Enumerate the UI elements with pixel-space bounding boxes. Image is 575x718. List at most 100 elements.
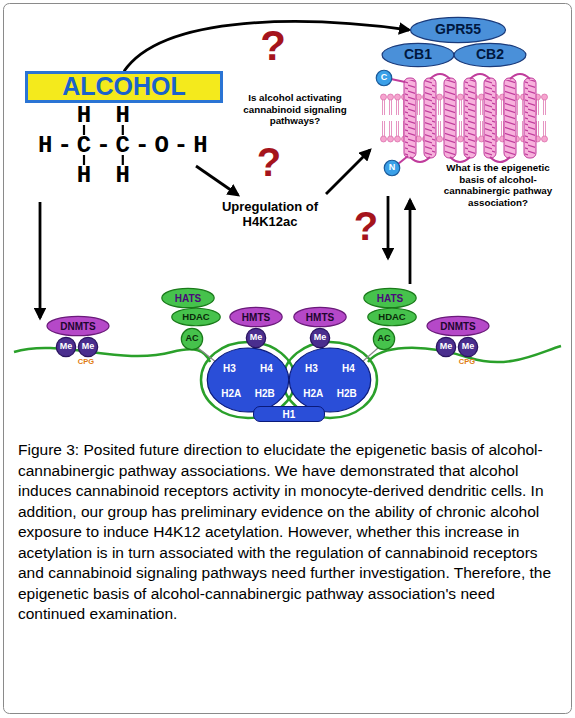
node-outline [206, 347, 290, 413]
node-shape [47, 316, 109, 335]
receptor-ellipse: GPR55 [409, 17, 507, 43]
node-shape [207, 348, 288, 412]
node-shape [382, 43, 454, 66]
terminus-circle: N [384, 160, 400, 176]
nucleosome: H3 H4H2A H2B [206, 347, 290, 413]
node-shape [162, 288, 214, 307]
question-text: What is the epigenetic basis of alcohol-… [440, 162, 556, 208]
node-shape [230, 307, 282, 326]
node-text: Me [82, 342, 95, 352]
figure-caption: Figure 3: Posited future direction to el… [18, 440, 558, 625]
atom-label: H [113, 104, 133, 128]
node-shape [78, 337, 97, 356]
caption-rule [4, 428, 572, 429]
node-shape [310, 328, 329, 347]
enzyme-ellipse: HATS [161, 288, 215, 308]
node-outline [288, 347, 372, 413]
node-shape [373, 328, 394, 349]
enzyme-ellipse: DNMTS [46, 316, 110, 336]
node-shape [246, 328, 265, 347]
node-shape [181, 328, 202, 349]
node-text: N [389, 163, 396, 173]
node-text: AC [378, 334, 391, 344]
node-text: H1 [283, 409, 296, 420]
question-mark: ? [254, 150, 284, 174]
node-text: Me [314, 333, 327, 343]
nucleosome: H3 H4H2A H2B [288, 347, 372, 413]
node-shape [56, 337, 75, 356]
methyl-circle: Me [458, 337, 478, 357]
histone-label: H2B [337, 388, 357, 399]
receptor-helices [391, 74, 536, 164]
node-shape [289, 348, 370, 412]
node-text: AC [186, 334, 199, 344]
node-text: Me [462, 342, 475, 352]
node-text: DNMTS [440, 321, 476, 332]
histone-label: H4 [260, 363, 273, 374]
enzyme-ellipse: HMTS [293, 307, 347, 327]
node-shape [294, 307, 346, 326]
question-text: Is alcohol activating cannabinoid signal… [228, 92, 362, 127]
node-shape [368, 308, 417, 325]
histone-label: H3 [223, 363, 236, 374]
methyl-circle: Me [56, 337, 76, 357]
methyl-circle: Me [78, 337, 98, 357]
alcohol-box: ALCOHOL [25, 71, 223, 103]
node-text: CB1 [404, 47, 432, 62]
process-arrows [40, 150, 410, 318]
figure-frame [4, 4, 572, 714]
node-shape [458, 337, 477, 356]
node-shape [427, 316, 489, 335]
atom-label: H [74, 164, 94, 188]
node-text: HDAC [378, 312, 405, 322]
node-shape [364, 288, 416, 307]
node-text: ALCOHOL [62, 73, 186, 101]
process-text: Upregulation of H4K12ac [204, 199, 336, 230]
histone-label: H4 [342, 363, 355, 374]
node-text: Me [440, 342, 453, 352]
histone-label: H3 [305, 363, 318, 374]
node-text: HATS [175, 293, 201, 304]
node-shape [454, 43, 526, 66]
linker-histone-bar: H1 [253, 406, 325, 422]
node-text: C [381, 73, 388, 83]
node-shape [384, 160, 400, 176]
node-text: Me [250, 333, 263, 343]
node-text: GPR55 [435, 22, 481, 37]
node-shape [172, 308, 221, 325]
node-text: HATS [377, 293, 403, 304]
question-mark: ? [352, 214, 380, 238]
acetyl-circle: AC [373, 328, 395, 350]
node-text: CB2 [476, 47, 504, 62]
acetyl-circle: AC [181, 328, 203, 350]
receptor-ellipse: CB2 [453, 43, 527, 67]
cpg-label: CPG [447, 358, 487, 366]
histone-label: H2A [221, 388, 241, 399]
enzyme-ellipse: DNMTS [426, 316, 490, 336]
node-text: DNMTS [60, 321, 96, 332]
enzyme-ellipse: HDAC [367, 308, 417, 326]
histone-label: H2B [255, 388, 275, 399]
node-text: HDAC [182, 312, 209, 322]
atom-label: H [113, 164, 133, 188]
enzyme-ellipse: HATS [363, 288, 417, 308]
terminus-circle: C [376, 70, 392, 86]
methyl-circle: Me [310, 328, 330, 348]
histone-label: H2A [303, 388, 323, 399]
receptor-ellipse: CB1 [381, 43, 455, 67]
node-text: Me [60, 342, 73, 352]
cpg-label: CPG [66, 358, 106, 366]
methyl-circle: Me [246, 328, 266, 348]
enzyme-ellipse: HDAC [171, 308, 221, 326]
node-text: HMTS [306, 312, 334, 323]
atom-label: H [74, 104, 94, 128]
node-shape [410, 17, 505, 42]
molecule-formula: H-C-C-O-H [38, 134, 238, 158]
methyl-circle: Me [436, 337, 456, 357]
enzyme-ellipse: HMTS [229, 307, 283, 327]
node-shape [436, 337, 455, 356]
node-shape [376, 70, 392, 86]
node-text: HMTS [242, 312, 270, 323]
question-mark: ? [258, 34, 288, 58]
